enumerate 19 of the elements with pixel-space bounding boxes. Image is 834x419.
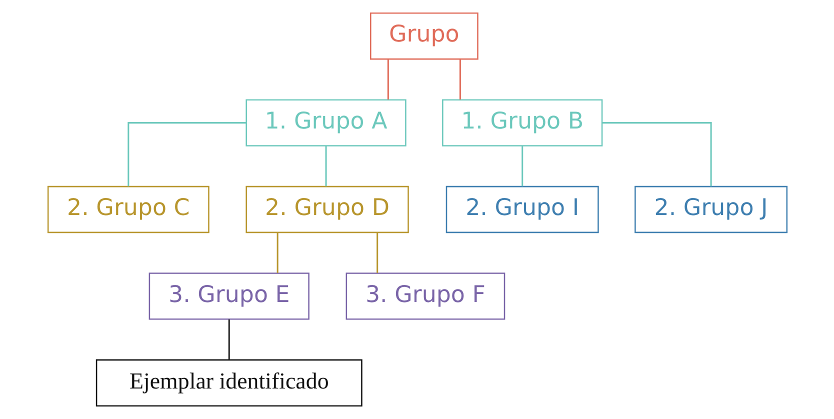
node-box: Grupo	[370, 12, 478, 60]
node-box: Ejemplar identificado	[95, 359, 362, 406]
connector	[458, 59, 460, 100]
node-box: 1. Grupo A	[245, 99, 406, 146]
connector	[602, 122, 712, 186]
node-box: 1. Grupo B	[442, 99, 602, 146]
connector	[324, 146, 326, 186]
node-box: 3. Grupo F	[345, 272, 505, 320]
node-box: 3. Grupo E	[148, 272, 309, 320]
connector	[276, 232, 278, 273]
node-box: 2. Grupo D	[245, 186, 408, 234]
connector	[127, 122, 246, 186]
node-box: 2. Grupo C	[46, 186, 209, 234]
connector	[228, 319, 230, 360]
connector	[376, 232, 378, 273]
node-box: 2. Grupo I	[445, 186, 598, 234]
connector	[521, 146, 523, 186]
connector	[386, 59, 388, 100]
node-box: 2. Grupo J	[634, 186, 788, 234]
